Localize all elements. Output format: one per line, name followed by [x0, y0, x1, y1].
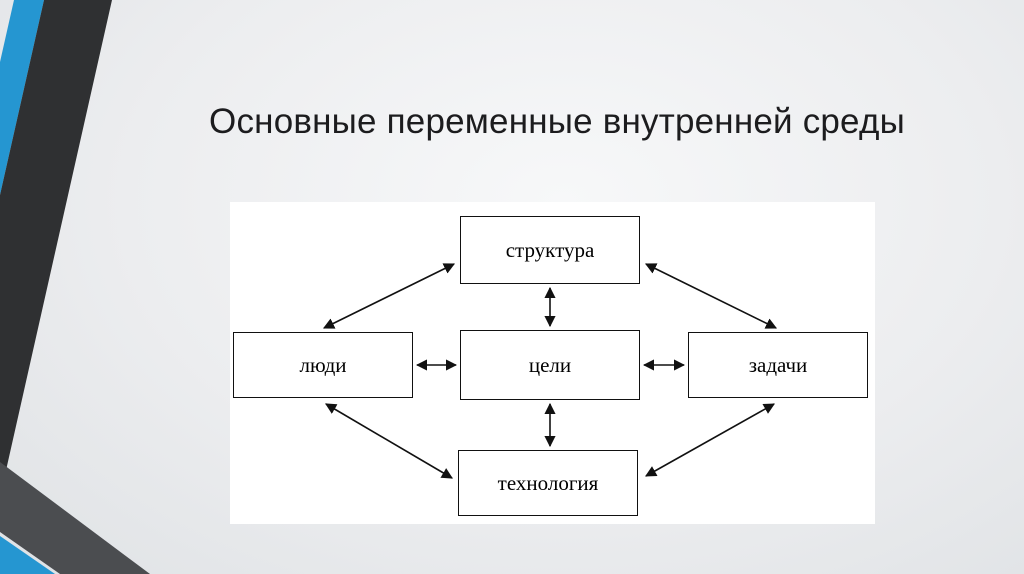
- edge-structure-tasks: [644, 263, 778, 329]
- edge-people-technology: [325, 403, 453, 479]
- diagram-panel: структура люди цели задачи технология: [230, 202, 875, 524]
- diagram-arrows: [322, 263, 778, 479]
- stripe-blue-bottom: [0, 536, 55, 574]
- edge-structure-people: [322, 263, 456, 329]
- stripe-gray-bottom: [0, 462, 150, 574]
- node-structure: структура: [460, 216, 640, 284]
- node-structure-label: структура: [505, 237, 595, 262]
- node-goals: цели: [460, 330, 640, 400]
- slide-title: Основные переменные внутренней среды: [209, 102, 905, 141]
- node-tasks-label: задачи: [748, 352, 808, 377]
- node-technology: технология: [458, 450, 638, 516]
- edge-tasks-technology: [645, 403, 775, 477]
- node-technology-label: технология: [497, 470, 599, 495]
- stripe-dark-top: [0, 0, 112, 497]
- node-people-label: люди: [299, 352, 347, 377]
- node-goals-label: цели: [528, 352, 572, 377]
- node-people: люди: [233, 332, 413, 398]
- node-tasks: задачи: [688, 332, 868, 398]
- stripe-blue-top: [0, 0, 44, 195]
